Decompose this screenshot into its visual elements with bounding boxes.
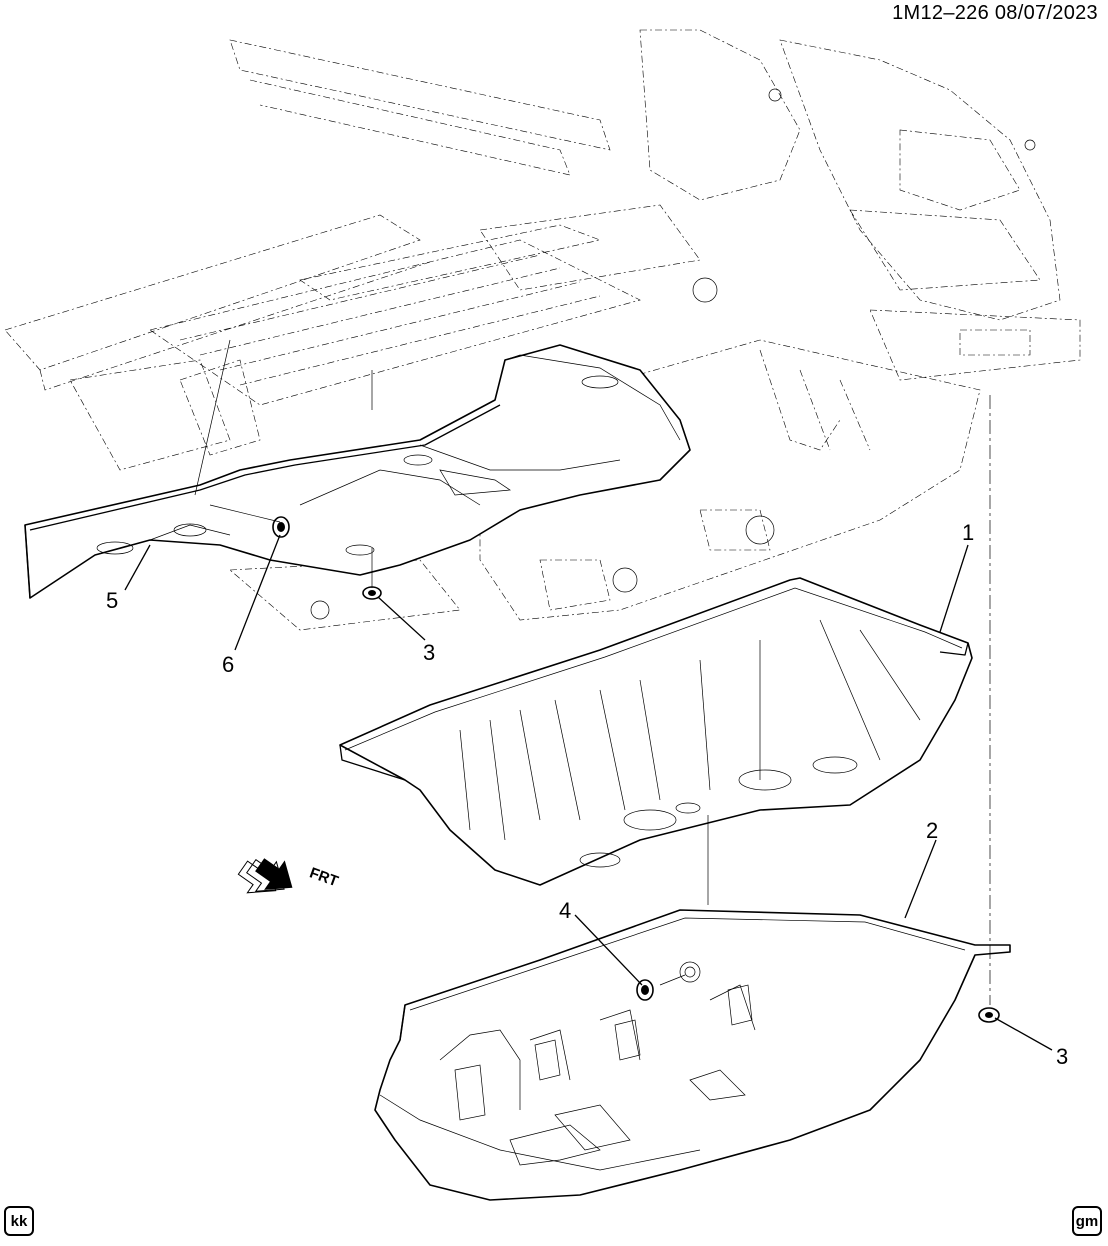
- front-direction-arrow-icon: [237, 858, 293, 894]
- callout-6: 6: [222, 652, 234, 677]
- fastener-6: [272, 516, 290, 538]
- fastener-4: [636, 979, 654, 1001]
- assembly-lines: [194, 339, 991, 1005]
- fastener-3-lower: [978, 1007, 1000, 1023]
- callout-5: 5: [106, 588, 118, 613]
- heat-shield-2: [374, 909, 1011, 1201]
- callout-4: 4: [559, 898, 571, 923]
- vehicle-underbody-structure: [4, 29, 1081, 631]
- front-direction-label: FRT: [307, 864, 340, 890]
- leader-lines: [124, 534, 1053, 1051]
- callout-2: 2: [926, 818, 938, 843]
- heat-shield-5: [24, 344, 691, 599]
- callout-3-upper: 3: [423, 640, 435, 665]
- gm-logo-icon: gm: [1072, 1206, 1102, 1236]
- diagram-reference-date: 1M12–226 08/07/2023: [892, 2, 1098, 24]
- illustrator-badge: kk: [4, 1206, 34, 1236]
- heat-shield-1: [339, 577, 973, 886]
- callout-3-lower: 3: [1056, 1044, 1068, 1069]
- callout-1: 1: [962, 520, 974, 545]
